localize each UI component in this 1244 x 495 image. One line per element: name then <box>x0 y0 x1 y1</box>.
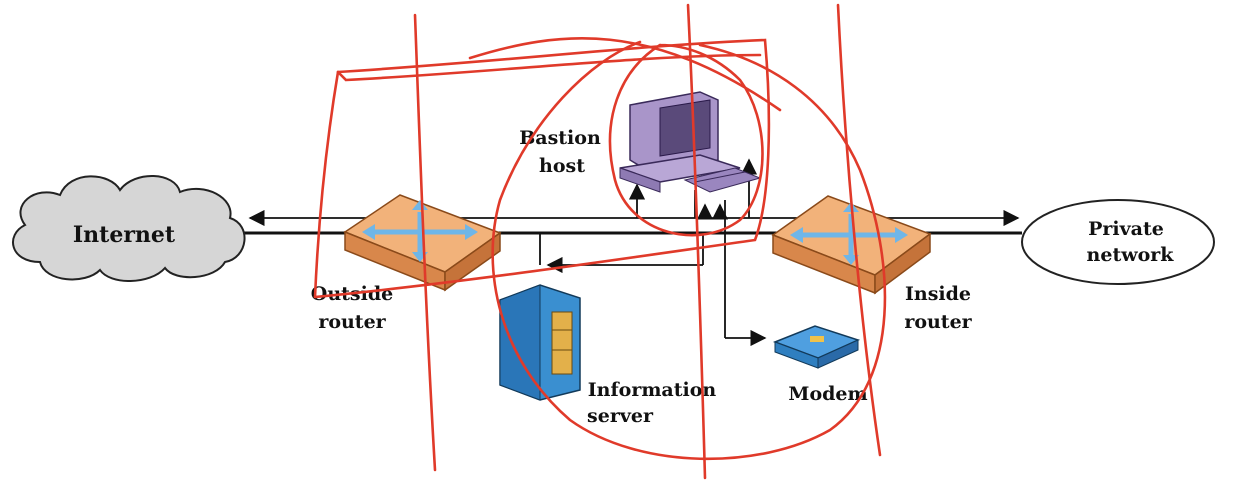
pen-vertical-stroke-left <box>413 13 437 472</box>
modem-icon <box>772 325 861 369</box>
internet-cloud: Internet <box>12 175 246 282</box>
internet-label: Internet <box>73 222 176 248</box>
inside-router-label-1: Inside <box>905 283 971 305</box>
pen-big-circle <box>491 40 887 461</box>
private-network-label-2: network <box>1087 244 1175 266</box>
pen-arc-stroke <box>468 37 782 112</box>
pen-rectangle-stroke <box>313 38 771 299</box>
inside-router-icon <box>771 195 932 295</box>
information-server-label-2: server <box>587 405 654 427</box>
pen-left-edge-stroke <box>313 70 340 299</box>
bastion-host-label-2: host <box>539 155 585 177</box>
private-network: Private network <box>1021 199 1215 285</box>
modem-label: Modem <box>788 383 867 405</box>
red-pen-annotations <box>313 3 887 480</box>
bastion-host-computer-icon <box>619 91 762 193</box>
bastion-host-label-1: Bastion <box>519 127 601 149</box>
private-network-label-1: Private <box>1088 218 1164 240</box>
outside-router-label-2: router <box>318 311 386 333</box>
information-server-icon <box>499 284 581 401</box>
inside-router-label-2: router <box>904 311 972 333</box>
pen-vertical-stroke-right <box>836 3 882 457</box>
pen-vertical-stroke-middle <box>686 3 707 480</box>
information-server-label-1: Information <box>588 379 717 401</box>
pen-small-circle <box>608 43 764 237</box>
